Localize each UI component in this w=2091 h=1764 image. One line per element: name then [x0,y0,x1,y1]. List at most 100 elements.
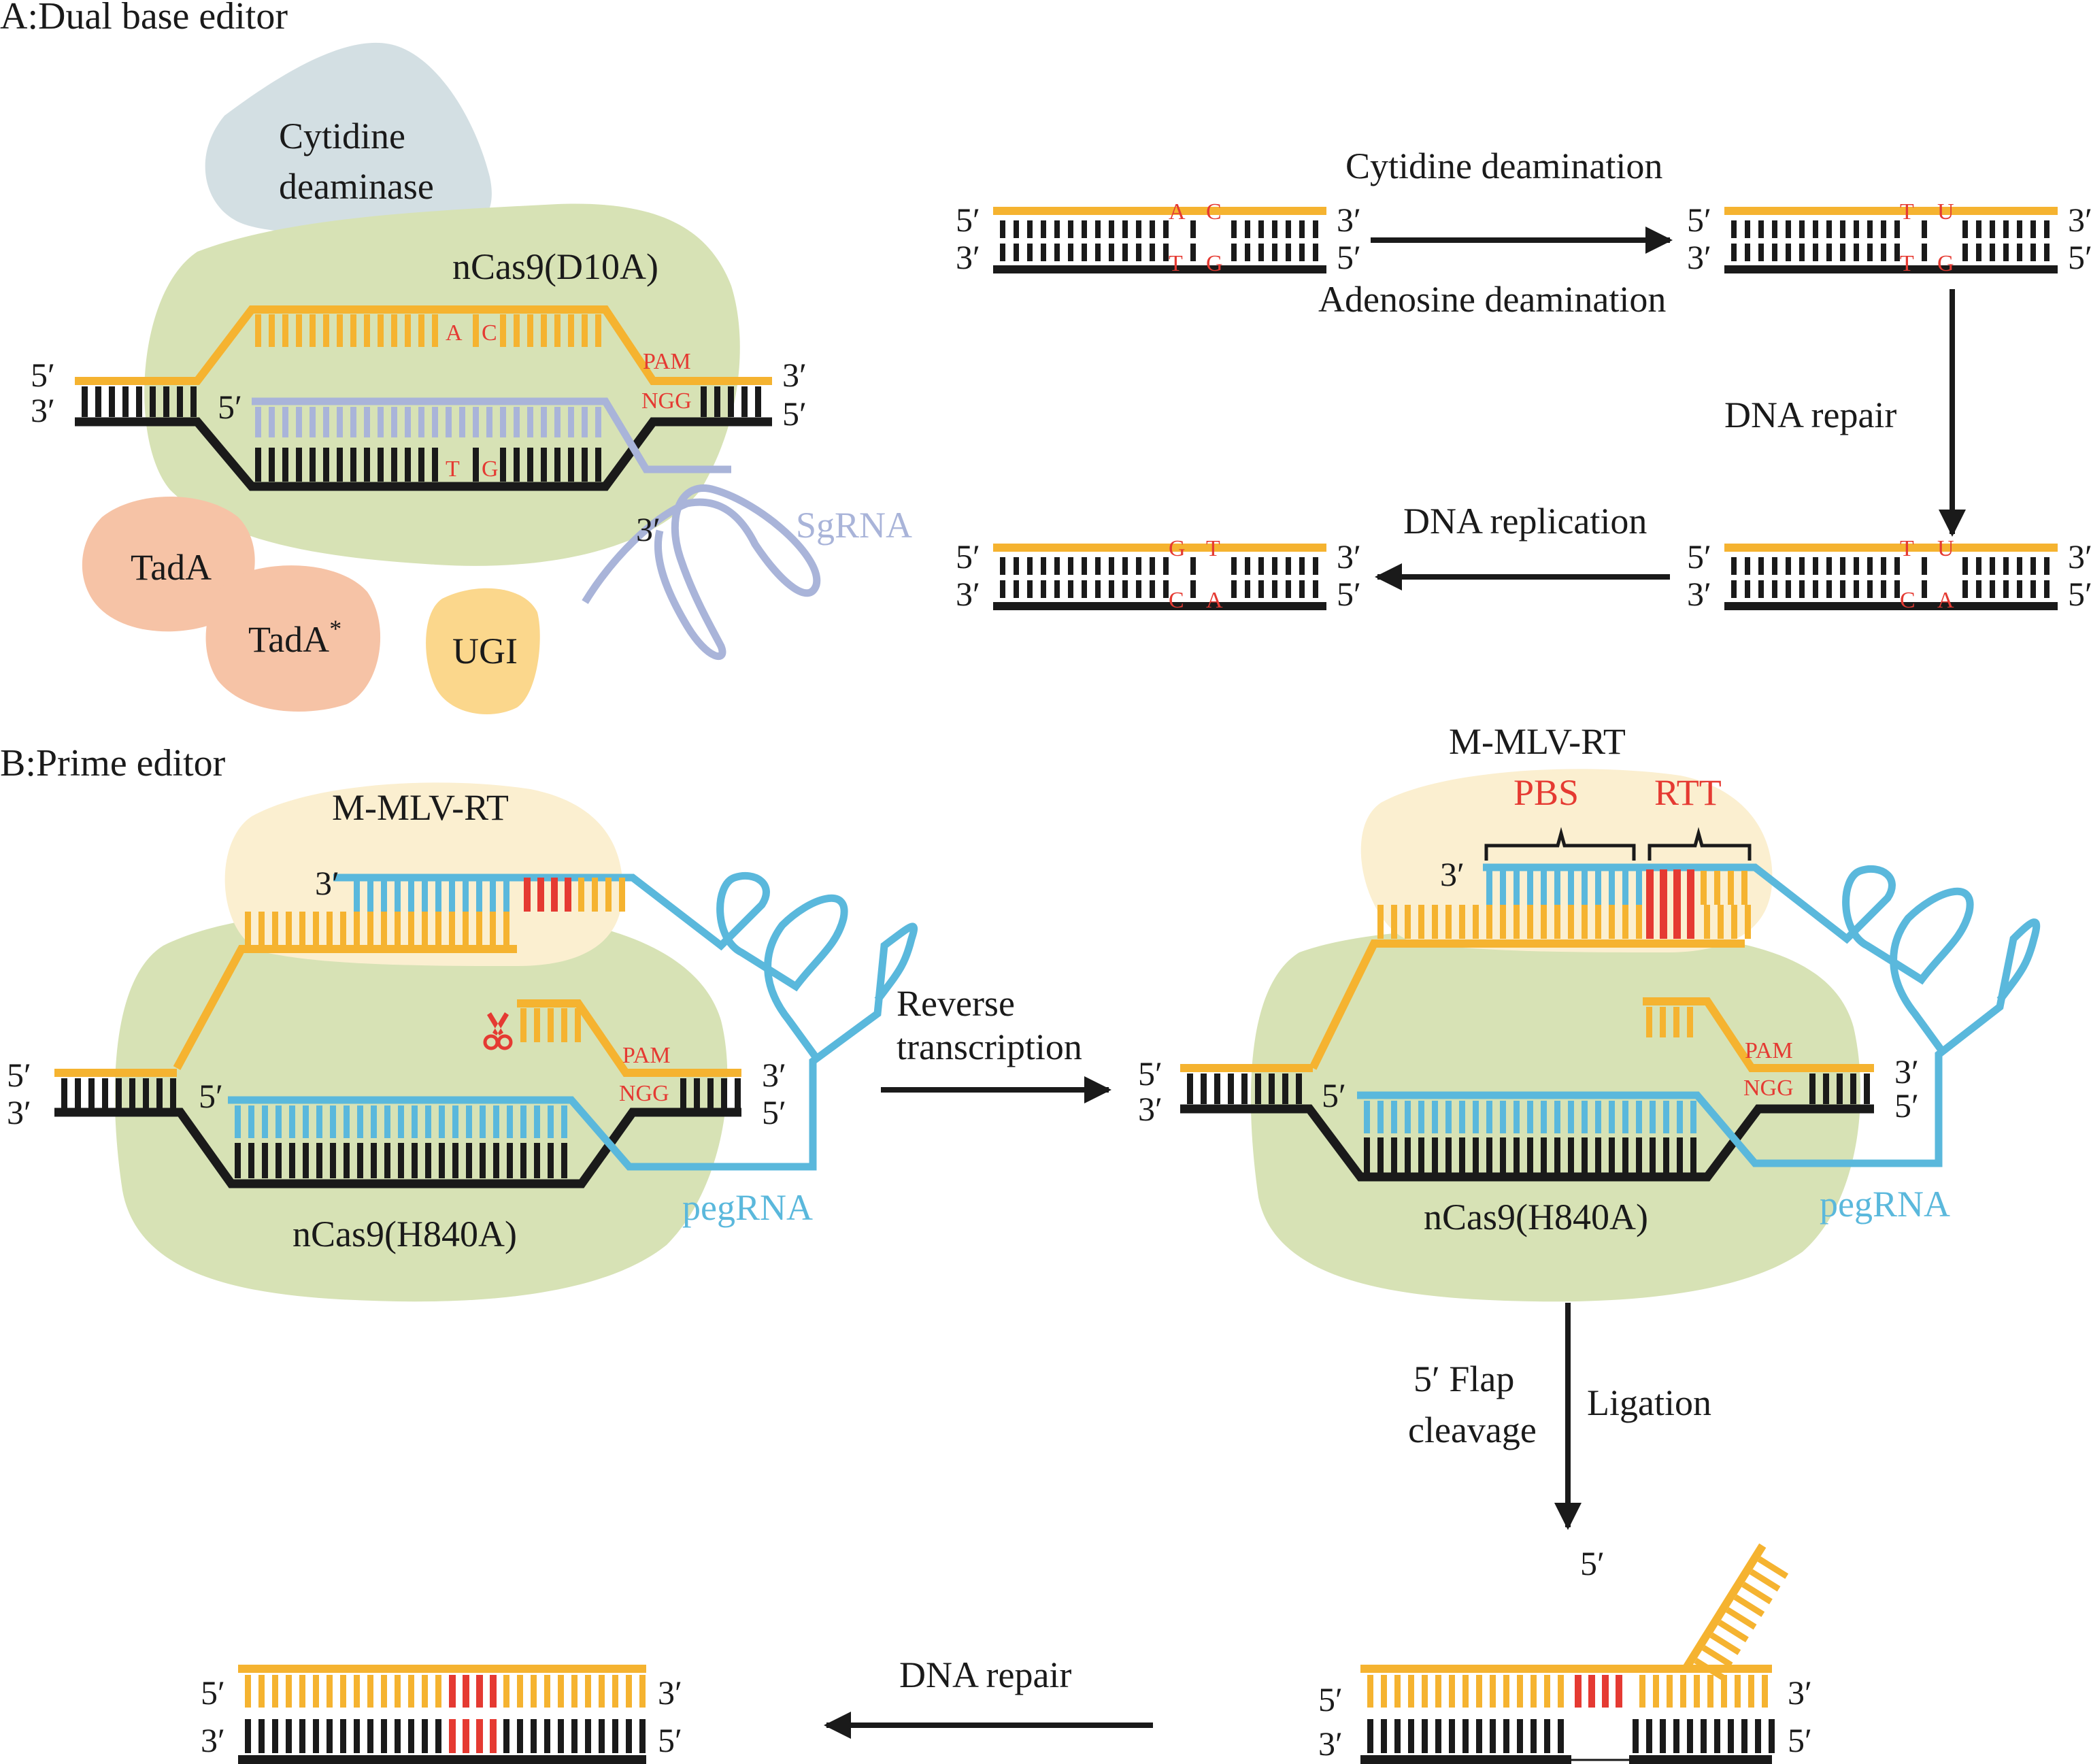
base-tick [395,1675,401,1708]
base-tick [1786,244,1791,261]
base-tick [1962,220,1968,238]
base-tick [1000,557,1005,575]
base-tick [1731,580,1737,598]
base-tick [520,1143,526,1178]
base-tick [480,1143,486,1178]
base-tick [605,878,612,912]
base-tick [449,878,455,912]
ugi-label: UGI [452,631,518,671]
a-sgrna-spacer [252,397,731,473]
base-tick [459,407,465,437]
duplex-3prime: 3′ [1337,537,1361,576]
base-tick [395,912,401,946]
base-tick [1054,244,1060,261]
base-tick [1517,1719,1523,1753]
base-tick [558,1719,564,1753]
base-tick [2044,580,2050,598]
base-tick [1881,580,1886,598]
base-tick [405,314,411,347]
a-sgrna-5prime: 5′ [218,388,242,426]
base-tick [1041,244,1046,261]
base-tick [408,1719,414,1753]
base-tick [520,1105,526,1138]
base-tick [1748,1675,1754,1708]
base-tick [1650,1101,1656,1133]
base-tick [585,1719,591,1753]
base-tick [493,1105,499,1138]
flap-arm-tick [1718,1620,1749,1643]
base-tick [1245,580,1250,598]
base-tick [1299,580,1305,598]
base-tick [1962,557,1968,575]
base-tick [1854,244,1859,261]
base-tick [1922,580,1927,598]
base-tick [595,314,601,347]
base-tick [1922,244,1927,261]
edit-base-red [1673,869,1681,939]
base-tick [707,1078,714,1109]
base-tick [129,1078,135,1109]
base-tick [571,1675,578,1708]
base-tick [1282,1074,1288,1104]
base-tick [1595,871,1601,905]
base-tick [323,448,329,482]
duplex-5prime: 5′ [2068,575,2091,613]
base-tick [1840,557,1845,575]
edit-base-red [1660,869,1667,939]
base-tick [531,1719,537,1753]
base-tick [480,1105,486,1138]
base-tick [1731,905,1737,939]
base-tick [1068,244,1073,261]
base-tick [398,1105,404,1138]
base-tick [143,1078,149,1109]
base-tick [680,1078,686,1109]
base-tick [310,314,316,347]
base-tick [582,407,588,437]
base-tick [1432,1101,1438,1133]
base-tick [1381,1675,1387,1708]
base-tick [1095,220,1101,238]
b-left-end-r-5prime: 5′ [762,1093,786,1131]
base-tick [1214,1074,1220,1104]
b-left-pegrna-label: pegRNA [682,1187,813,1228]
base-tick [575,1008,581,1042]
flap-prod-left-3prime: 3′ [1318,1725,1343,1763]
b-right-flap-strand [1309,939,1745,1070]
base-tick [1541,1101,1547,1133]
duplex-5prime: 5′ [1687,201,1711,239]
base-tick [439,1143,445,1178]
base-tick [1136,557,1141,575]
base-tick [156,1078,163,1109]
base-tick [2003,580,2009,598]
base-tick [517,1719,523,1753]
base-tick [1568,905,1574,939]
base-tick [1894,220,1900,238]
base-tick [1826,580,1832,598]
base-tick [639,1719,646,1753]
base-tick [289,1105,295,1138]
base-tick [245,912,251,946]
base-tick [548,1105,554,1138]
base-tick [391,407,397,437]
base-tick [323,314,329,347]
base-tick [1122,244,1128,261]
flap-prod-left-5prime: 5′ [1318,1680,1343,1718]
b-right-ngg: NGG [1743,1076,1794,1101]
base-tick [439,1105,445,1138]
a-target-bottom-strand [75,417,772,491]
base-tick [527,314,533,347]
duplex-5prime: 5′ [956,201,980,239]
base-tick [1486,1137,1492,1173]
base-tick [1163,244,1169,261]
base-tick [473,314,479,347]
base-tick [412,1143,418,1178]
flap-arm-tick [1709,1632,1741,1655]
base-tick [1109,580,1114,598]
base-tick [1435,1675,1441,1708]
base-tick [248,1105,254,1138]
ugi-blob [426,588,540,714]
base-tick [1150,244,1155,261]
base-tick [122,386,129,417]
base-tick [354,878,360,912]
base-tick [82,386,88,417]
